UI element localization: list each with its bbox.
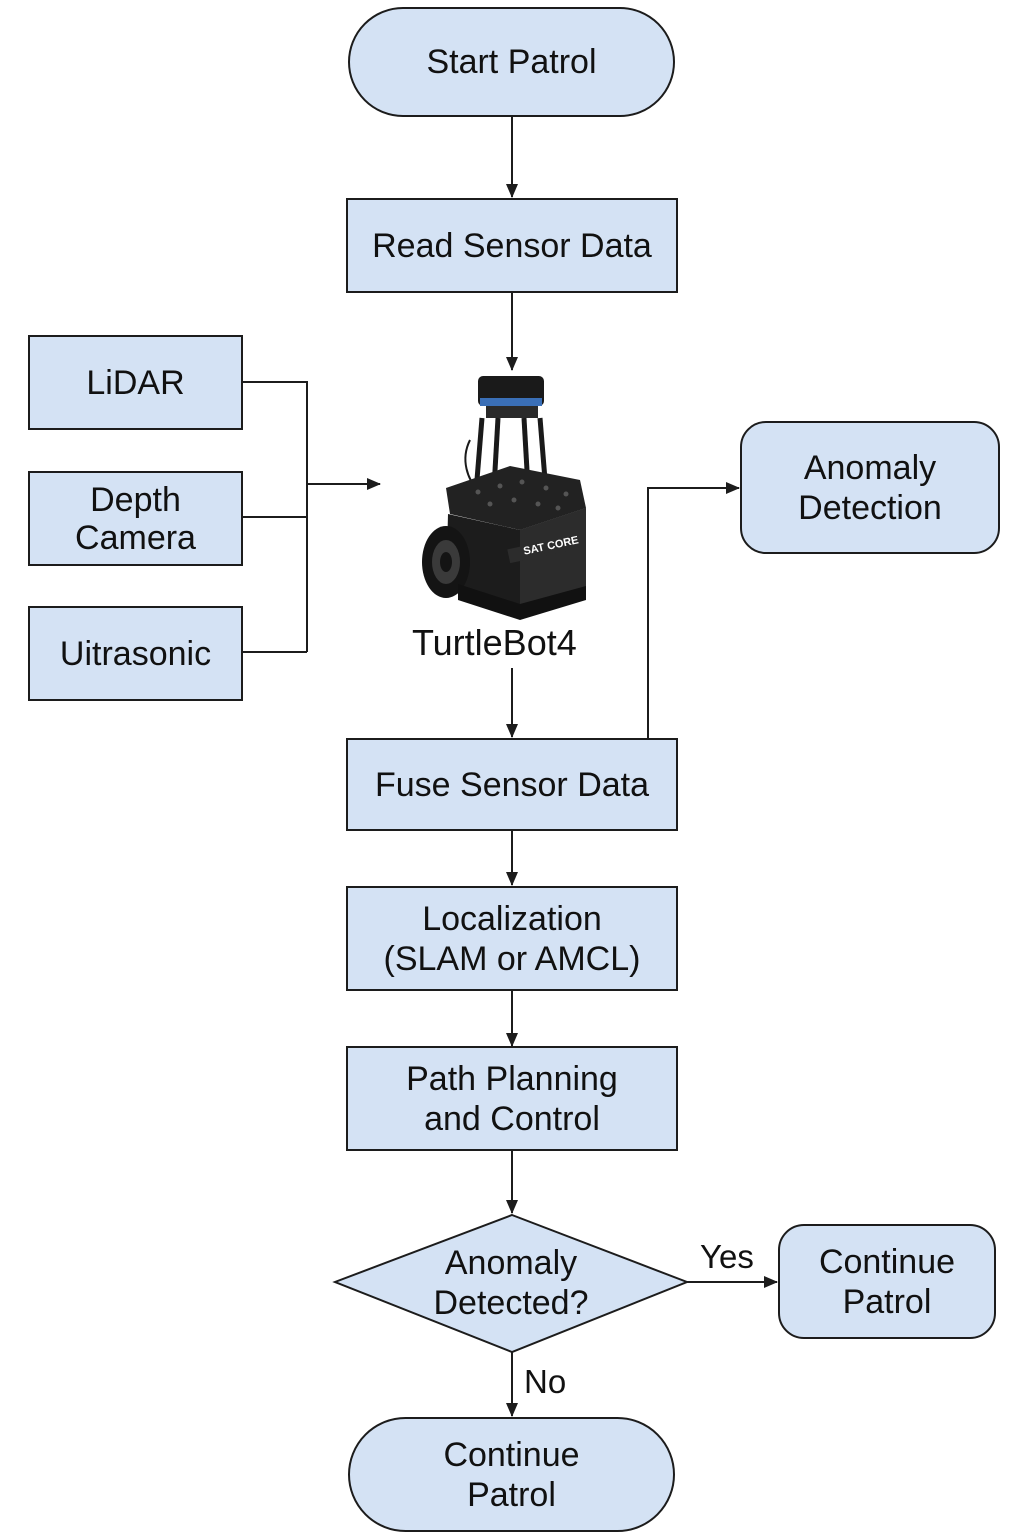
anomaly-detection-box: Anomaly Detection <box>740 421 1000 554</box>
depth-camera-box: Depth Camera <box>28 471 243 566</box>
lidar-label: LiDAR <box>86 363 185 402</box>
yes-edge-label: Yes <box>700 1238 754 1275</box>
anomaly-detection-label-line2: Detection <box>798 488 942 527</box>
lidar-box: LiDAR <box>28 335 243 430</box>
edge-lidar-bus <box>242 381 308 652</box>
decision-label: Anomaly Detected? <box>400 1243 622 1323</box>
localization-label-line2: (SLAM or AMCL) <box>383 939 641 978</box>
localization-box: Localization (SLAM or AMCL) <box>346 886 678 991</box>
continue-patrol-yes-box: Continue Patrol <box>778 1224 996 1339</box>
continue-patrol-end-line1: Continue <box>443 1435 580 1474</box>
path-planning-label-line2: and Control <box>424 1099 600 1138</box>
path-planning-box: Path Planning and Control <box>346 1046 678 1151</box>
anomaly-detection-label-line1: Anomaly <box>803 448 937 487</box>
ultrasonic-box: Uitrasonic <box>28 606 243 701</box>
read-sensor-data-box: Read Sensor Data <box>346 198 678 293</box>
start-patrol-terminal: Start Patrol <box>348 7 675 117</box>
depth-camera-label-line2: Camera <box>75 518 196 557</box>
continue-patrol-yes-line2: Patrol <box>842 1282 932 1321</box>
fuse-sensor-data-label: Fuse Sensor Data <box>374 765 650 804</box>
turtlebot-label: TurtleBot4 <box>412 622 577 663</box>
continue-patrol-yes-line1: Continue <box>818 1242 956 1281</box>
no-edge-label: No <box>524 1363 567 1400</box>
decision-label-line1: Anomaly <box>444 1244 578 1282</box>
decision-label-line2: Detected? <box>433 1284 589 1322</box>
edge-fuse-anomaly <box>647 482 740 739</box>
continue-patrol-end-line2: Patrol <box>467 1475 556 1514</box>
localization-label-line1: Localization <box>422 899 602 938</box>
read-sensor-data-label: Read Sensor Data <box>372 226 652 265</box>
ultrasonic-label: Uitrasonic <box>59 634 212 673</box>
path-planning-label-line1: Path Planning <box>406 1059 618 1098</box>
continue-patrol-end-terminal: Continue Patrol <box>348 1417 675 1532</box>
turtlebot-robot-image <box>422 376 586 620</box>
depth-camera-label-line1: Depth <box>90 480 181 519</box>
decision-diamond <box>332 1213 690 1354</box>
fuse-sensor-data-box: Fuse Sensor Data <box>346 738 678 831</box>
start-patrol-label: Start Patrol <box>426 43 597 81</box>
